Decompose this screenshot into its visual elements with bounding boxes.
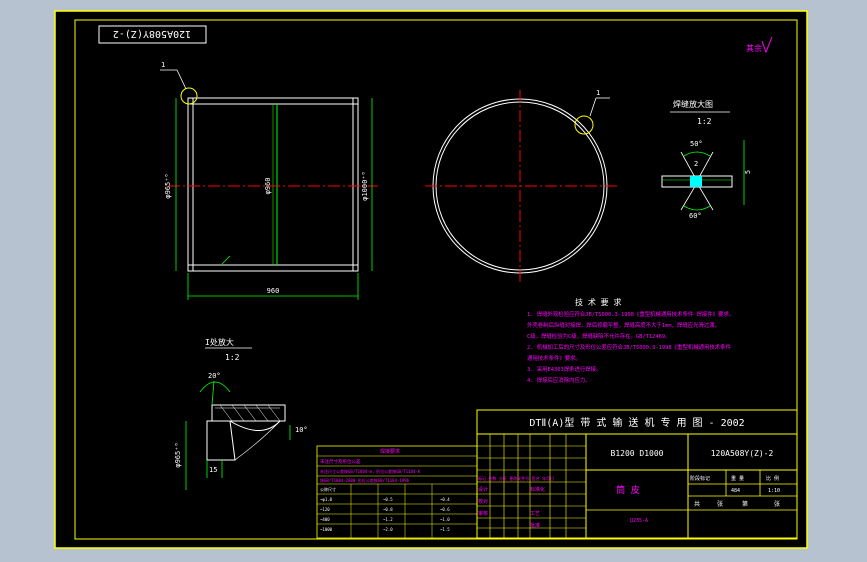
front-callout-number: 1 [161, 61, 165, 69]
approve-row: 审核 [478, 510, 488, 517]
tech-note-line: 1. 焊缝外观检验应符合JB/T5000.3-1998《重型机械通用技术条件 焊… [527, 310, 734, 318]
process-row: 工艺 [530, 511, 540, 517]
hdr-scale: 比 例 [766, 475, 779, 482]
enlarge-dia-dim: φ965⁺⁰ [174, 442, 182, 467]
tol-cell: ~400 [320, 517, 330, 522]
tol-grid-header: 公称尺寸 [320, 486, 336, 492]
tol-cell: ~0.5 [383, 497, 393, 502]
material: Q235-A [630, 518, 648, 524]
tol-cell: ~120 [320, 507, 330, 512]
series-title: DTⅡ(A)型 带 式 输 送 机 专 用 图 - 2002 [529, 416, 744, 429]
front-view: 960 φ965⁺⁰ φ960 φ1000⁺⁰ 1 [160, 61, 378, 300]
enlarge-angle2: 10° [295, 426, 308, 434]
design-row: 设计 [478, 486, 488, 493]
tol-cell: ~1.5 [440, 527, 450, 532]
weld-angle-top: 50° [690, 140, 703, 148]
enlarge-detail-title: I处放大 [205, 337, 234, 347]
front-outer-dia-dim: φ965⁺⁰ [164, 173, 172, 198]
weld-detail-scale: 1:2 [697, 117, 712, 126]
sheet-no: 第 [742, 500, 748, 508]
sheet-end: 张 [774, 500, 780, 508]
front-length-dim: 960 [267, 287, 280, 295]
tech-notes-title: 技 术 要 求 [575, 297, 621, 307]
roughness-mark-label: 其余 [746, 43, 762, 53]
std-row: 标准化 [530, 486, 545, 493]
roughness-symbol-icon [761, 36, 773, 54]
weld-angle-bottom: 60° [689, 212, 702, 220]
tech-note-line: 外壳卷制后纵缝对接焊，焊后修磨平整，焊缝高度不大于1mm，焊缝应光滑过渡。 [527, 321, 720, 329]
change-row: 标记 处数 分区 更改文件号 签名 年月日 [478, 475, 554, 481]
tol-cell: ~1000 [320, 527, 333, 532]
inner-frame [74, 19, 798, 540]
tech-note-line: 4. 焊接后应消除内应力。 [527, 376, 591, 384]
weld-detail-title: 焊缝放大图 [673, 99, 713, 109]
tol-cell: ~2.0 [383, 527, 393, 532]
side-callout-number: 1 [596, 89, 600, 97]
tol-row: 按GB/T1804-2000 形位公差按GB/T1184-1996 [320, 477, 410, 483]
tech-note-line: C级，焊缝检验为C级，焊缝缺陷不允许存在。GB/T12469。 [527, 332, 671, 340]
enlarge-detail-scale: 1:2 [225, 353, 240, 362]
tol-header: 未注尺寸及形位公差 [320, 458, 361, 465]
tol-row: 未注尺寸公差按GB/T1804-m，形位公差按GB/T1184-K [320, 468, 421, 474]
tol-cell: ~1.2 [383, 517, 393, 522]
corner-code-text: 120A508Y(Z)-2 [113, 28, 191, 39]
outer-frame [54, 10, 808, 549]
tech-note-line: 通用技术条件》要求。 [527, 354, 581, 362]
tech-note-line: 3. 采用E4303焊条进行焊接。 [527, 365, 601, 373]
tolerance-table: 焊接要求 未注尺寸及形位公差 未注尺寸公差按GB/T1804-m，形位公差按GB… [316, 445, 478, 539]
corner-code-box [98, 25, 207, 44]
side-view: 1 [425, 89, 617, 282]
sheet-of: 张 [717, 500, 723, 508]
enlarge-width-dim: 15 [209, 466, 217, 474]
drawing-number: 120A508Y(Z)-2 [711, 449, 774, 458]
enlarge-angle: 20° [208, 372, 221, 380]
check-row: 校对 [478, 498, 488, 505]
enlarge-detail: I处放大 1:2 20° 10° φ965⁺⁰ 15 [174, 337, 308, 490]
tol-cell: ~0.6 [440, 507, 450, 512]
weld-gap: 2 [694, 160, 698, 168]
weld-right-label: 5 [744, 170, 752, 174]
scale-value: 1:10 [768, 488, 780, 494]
side-callout-circle [574, 115, 594, 135]
front-right-dia-dim: φ1000⁺⁰ [361, 171, 369, 201]
tol-cell: ~0.8 [383, 507, 393, 512]
hdr-stage: 阶段标记 [690, 475, 710, 482]
tol-title: 焊接要求 [380, 448, 400, 455]
sheet-total: 共 [694, 500, 700, 508]
front-callout-circle [180, 87, 198, 105]
tech-note-line: 2. 机械加工后的尺寸及形位公差应符合JB/T5000.9-1998《重型机械通… [527, 343, 732, 351]
hdr-weight: 重 量 [731, 475, 744, 482]
tol-cell: ~0.4 [440, 497, 450, 502]
front-inner-dia-dim: φ960 [264, 178, 272, 195]
weld-detail: 焊缝放大图 1:2 50° 60° 2 5 [661, 99, 752, 220]
part-name: 筒 皮 [616, 484, 639, 496]
weight-value: 484 [731, 488, 740, 494]
tol-cell: ~1.0 [440, 517, 450, 522]
tech-notes: 技 术 要 求 1. 焊缝外观检验应符合JB/T5000.3-1998《重型机械… [527, 297, 734, 384]
date-row: 批准 [530, 522, 540, 529]
tol-cell: ~φ1.0 [320, 497, 333, 502]
spec-text: B1200 D1000 [611, 449, 664, 458]
paper [55, 11, 807, 548]
